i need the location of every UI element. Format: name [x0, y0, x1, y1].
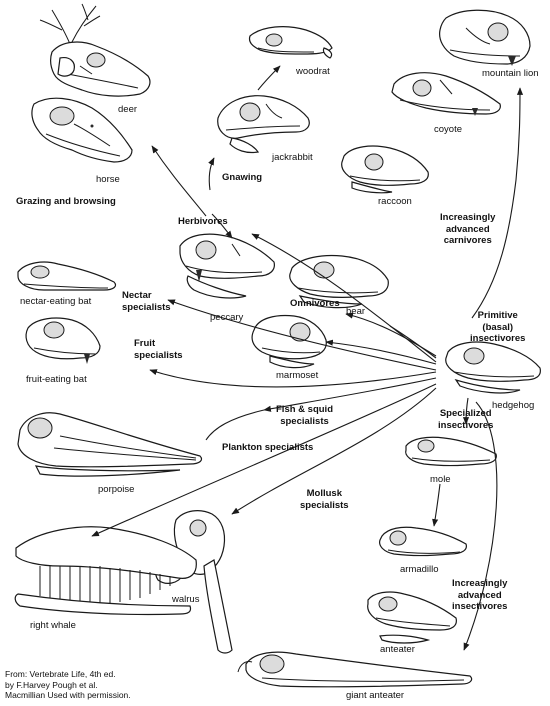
group-fish-squid-line2: specialists: [280, 415, 329, 427]
group-specialized-line1: Specialized: [439, 408, 492, 419]
arrow-to-carnivores: [471, 87, 524, 319]
group-specialized: Specialized insectivores: [438, 408, 493, 431]
animal-label-peccary: peccary: [210, 312, 244, 323]
animal-label-giant-anteater: giant anteater: [346, 690, 405, 701]
animal-label-coyote: coyote: [434, 124, 462, 135]
arrow-to-armadillo: [432, 483, 441, 527]
animal-label-fruit-bat: fruit-eating bat: [26, 374, 87, 385]
arrow-to-plankton: [91, 383, 437, 537]
peccary-skull: [179, 233, 275, 299]
group-nectar-line1: Nectar: [122, 290, 152, 301]
arrow-to-nectar: [167, 299, 437, 371]
arrow-to-adv-insectivores: [463, 401, 498, 651]
group-nectar: Nectar specialists: [122, 290, 171, 313]
animal-label-marmoset: marmoset: [276, 370, 319, 381]
fruit-bat-skull: [25, 317, 101, 364]
group-adv-carnivores-line3: carnivores: [443, 235, 492, 246]
group-nectar-line2: specialists: [122, 301, 171, 313]
arrow-to-specialized: [462, 397, 470, 425]
animal-label-woodrat: woodrat: [296, 66, 330, 77]
group-primitive-line1: Primitive: [477, 310, 518, 321]
animal-label-anteater: anteater: [380, 644, 415, 655]
credit-line1: From: Vertebrate Life, 4th ed.: [5, 669, 116, 679]
arrow-to-fish: [263, 377, 437, 412]
arrow-to-porpoise: [205, 409, 265, 441]
animal-label-right-whale: right whale: [30, 620, 76, 631]
animal-label-deer: deer: [118, 104, 138, 115]
arrow-to-mollusk: [231, 387, 437, 515]
group-omnivores: Omnivores: [290, 298, 340, 309]
group-adv-carnivores-line1: Increasingly: [440, 212, 496, 223]
arrows: [91, 65, 524, 651]
group-adv-insectivores-line3: insectivores: [452, 601, 508, 612]
group-herbivores: Herbivores: [178, 216, 228, 227]
group-fruit-line2: specialists: [134, 349, 183, 361]
arrow-to-marmoset: [325, 339, 437, 365]
animal-label-walrus: walrus: [172, 594, 200, 605]
porpoise-skull: [17, 412, 203, 477]
group-adv-carnivores-line2: advanced: [445, 223, 490, 235]
group-plankton: Plankton specialists: [222, 442, 314, 453]
arrow-to-peccary: [211, 213, 233, 239]
raccoon-skull: [341, 145, 429, 194]
walrus-skull: [155, 510, 233, 654]
animal-label-raccoon: raccoon: [378, 196, 412, 207]
group-adv-insectivores-line1: Increasingly: [452, 578, 508, 589]
animal-label-mountain-lion: mountain lion: [482, 68, 539, 79]
group-primitive: Primitive (basal) insectivores: [470, 310, 525, 345]
group-fish-squid: Fish & squid specialists: [276, 404, 333, 427]
group-fruit: Fruit specialists: [134, 338, 183, 361]
source-credit: From: Vertebrate Life, 4th ed. by F.Harv…: [5, 669, 131, 701]
animal-label-porpoise: porpoise: [98, 484, 135, 495]
anteater-skull: [367, 591, 457, 644]
mole-skull: [405, 436, 497, 467]
group-fish-squid-line1: Fish & squid: [276, 404, 333, 415]
group-specialized-line2: insectivores: [438, 419, 494, 431]
animal-label-jackrabbit: jackrabbit: [272, 152, 313, 163]
group-mollusk-line1: Mollusk: [306, 488, 342, 499]
arrow-to-deer-horse: [151, 145, 207, 217]
arrow-jackrabbit-to-woodrat: [257, 65, 281, 91]
animal-label-armadillo: armadillo: [400, 564, 439, 575]
group-mollusk-line2: specialists: [300, 499, 349, 511]
arrow-to-omnivores: [345, 312, 437, 357]
hedgehog-skull: [445, 341, 541, 394]
group-adv-insectivores-line2: advanced: [457, 589, 502, 601]
animal-label-horse: horse: [96, 174, 120, 185]
group-primitive-line2: (basal): [482, 321, 514, 333]
animal-label-bear: bear: [346, 306, 366, 317]
animal-label-hedgehog: hedgehog: [492, 400, 535, 411]
group-gnawing: Gnawing: [222, 172, 263, 183]
group-grazing: Grazing and browsing: [16, 196, 116, 207]
marmoset-skull: [251, 314, 327, 369]
arrow-to-fruit: [149, 369, 437, 388]
woodrat-skull: [248, 26, 333, 59]
jackrabbit-skull: [217, 95, 310, 154]
giant-anteater-skull: [237, 651, 473, 688]
group-adv-carnivores: Increasingly advanced carnivores: [440, 212, 495, 247]
right-whale-skull: [14, 526, 197, 616]
deer-skull: [39, 3, 151, 97]
coyote-skull: [391, 72, 501, 116]
animal-label-nectar-bat: nectar-eating bat: [20, 296, 92, 307]
group-adv-insectivores: Increasingly advanced insectivores: [452, 578, 507, 613]
mountain-lion-skull: [439, 9, 531, 66]
group-primitive-line3: insectivores: [470, 333, 526, 344]
bear-skull: [289, 254, 389, 309]
horse-skull: [31, 97, 133, 163]
arrow-to-gnawing: [208, 157, 215, 191]
nectar-bat-skull: [17, 261, 117, 291]
arrow-to-herbivores: [251, 233, 437, 363]
credit-line3: Macmillian Used with permission.: [5, 690, 131, 700]
group-mollusk: Mollusk specialists: [300, 488, 349, 511]
arrow-to-bear: [389, 325, 437, 359]
credit-line2: by F.Harvey Pough et al.: [5, 679, 98, 690]
animal-label-mole: mole: [430, 474, 451, 485]
armadillo-skull: [379, 526, 467, 557]
group-fruit-line1: Fruit: [134, 338, 156, 349]
